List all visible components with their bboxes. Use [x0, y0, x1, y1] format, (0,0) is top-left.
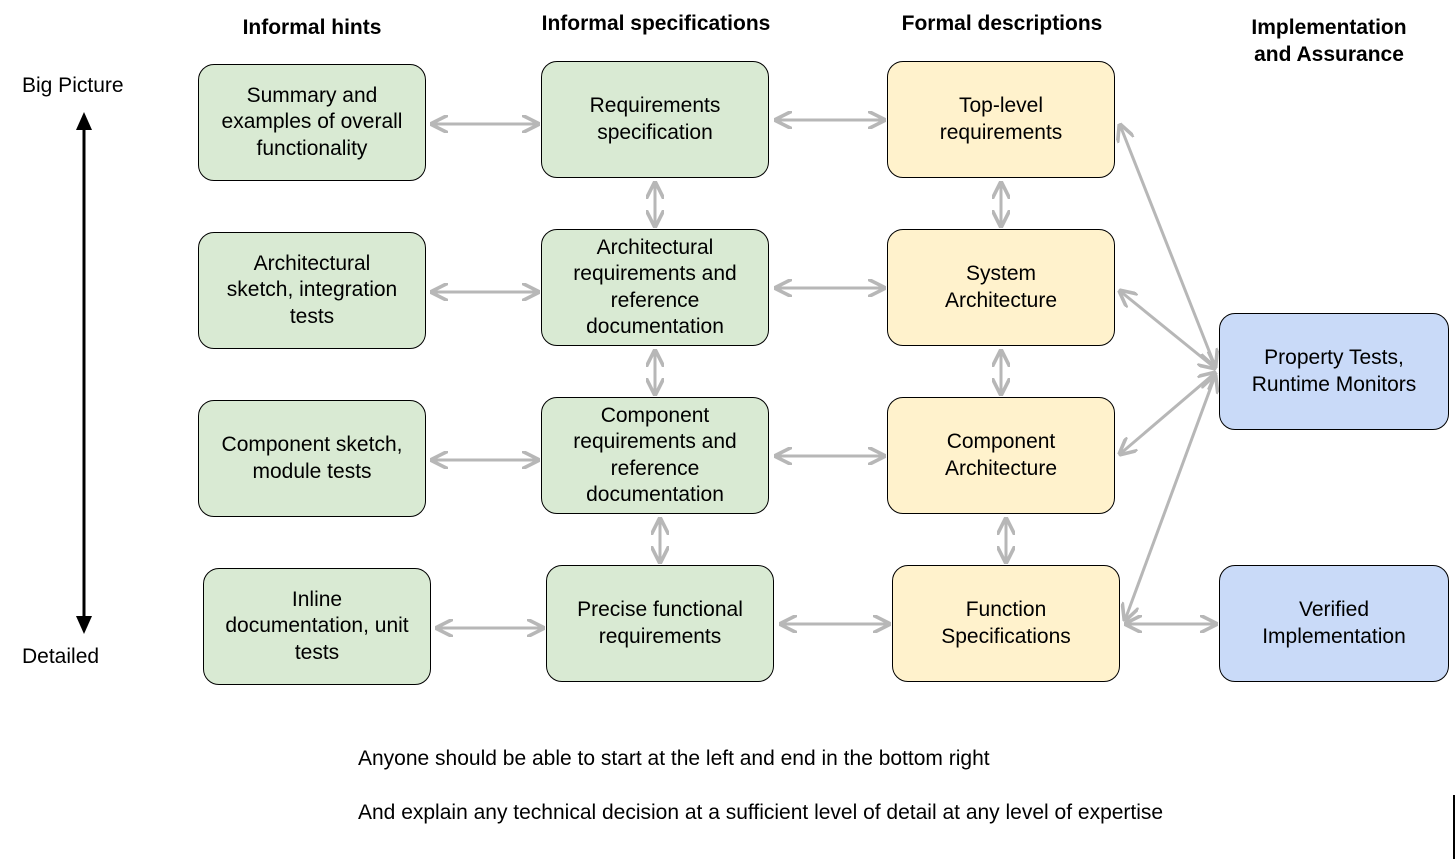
note-explain-decisions: And explain any technical decision at a … — [358, 801, 1164, 824]
header-informal-hints: Informal hints — [242, 16, 382, 39]
box-property-tests: Property Tests, Runtime Monitors — [1219, 313, 1449, 430]
box-system-architecture: System Architecture — [887, 229, 1115, 346]
header-implementation-assurance: Implementation and Assurance — [1251, 16, 1407, 66]
box-component-architecture: Component Architecture — [887, 397, 1115, 514]
box-verified-implementation: Verified Implementation — [1219, 565, 1449, 682]
box-precise-functional-requirements: Precise functional requirements — [546, 565, 774, 682]
box-component-requirements: Component requirements and reference doc… — [541, 397, 769, 514]
axis-top-label: Big Picture — [22, 74, 124, 97]
box-requirements-specification: Requirements specification — [541, 61, 769, 178]
box-architectural-requirements: Architectural requirements and reference… — [541, 229, 769, 346]
box-top-level-requirements: Top-level requirements — [887, 61, 1115, 178]
box-inline-documentation: Inline documentation, unit tests — [203, 568, 431, 685]
box-component-sketch: Component sketch, module tests — [198, 400, 426, 517]
note-start-left-end-bottom-right: Anyone should be able to start at the le… — [358, 747, 990, 770]
box-function-specifications: Function Specifications — [892, 565, 1120, 682]
header-informal-specifications: Informal specifications — [541, 12, 771, 35]
detail-axis-arrow — [76, 112, 92, 634]
box-architectural-sketch: Architectural sketch, integration tests — [198, 232, 426, 349]
box-overall-summary: Summary and examples of overall function… — [198, 64, 426, 181]
axis-bottom-label: Detailed — [22, 645, 100, 668]
header-formal-descriptions: Formal descriptions — [901, 12, 1103, 35]
right-edge-line — [1453, 795, 1455, 859]
